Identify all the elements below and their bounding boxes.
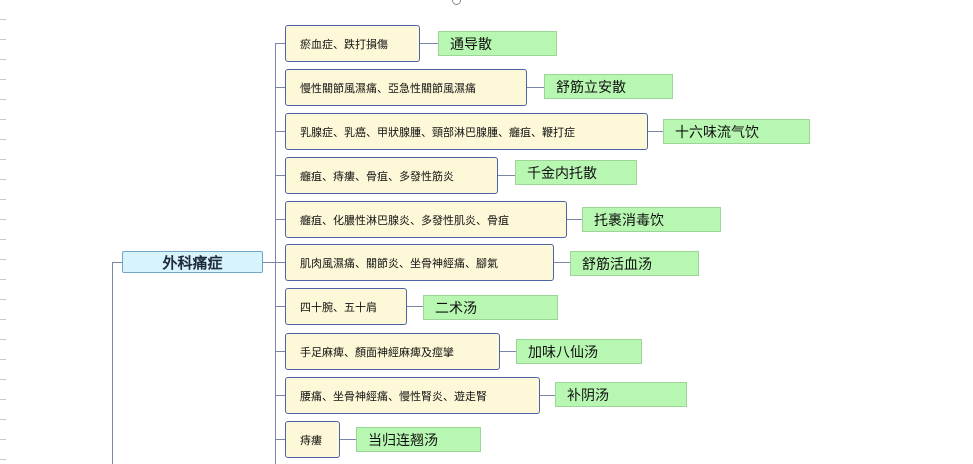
remedy-connector bbox=[500, 351, 516, 352]
remedy-node[interactable]: 二术汤 bbox=[423, 295, 558, 320]
branch-connector bbox=[275, 43, 285, 44]
remedy-connector bbox=[567, 219, 582, 220]
condition-label: 癰疽、痔瘻、骨疽、多發性筋炎 bbox=[300, 169, 454, 183]
root-topic[interactable]: 外科痛症 bbox=[122, 251, 263, 273]
condition-label: 四十腕、五十肩 bbox=[300, 300, 377, 314]
gridline bbox=[0, 379, 6, 380]
gridline bbox=[0, 319, 6, 320]
root-label: 外科痛症 bbox=[162, 253, 223, 272]
condition-node[interactable]: 腰痛、坐骨神經痛、慢性腎炎、遊走腎 bbox=[285, 377, 540, 414]
condition-label: 瘀血症、跌打損傷 bbox=[300, 37, 388, 51]
remedy-node[interactable]: 当归连翘汤 bbox=[356, 427, 481, 452]
remedy-node[interactable]: 千金内托散 bbox=[515, 160, 637, 185]
gridline bbox=[0, 439, 6, 440]
remedy-label: 十六味流气饮 bbox=[675, 124, 759, 141]
remedy-connector bbox=[498, 175, 515, 176]
branch-connector bbox=[275, 175, 285, 176]
condition-node[interactable]: 癰疽、化膿性淋巴腺炎、多發性肌炎、骨疽 bbox=[285, 201, 567, 238]
condition-node[interactable]: 癰疽、痔瘻、骨疽、多發性筋炎 bbox=[285, 157, 498, 194]
condition-node[interactable]: 手足麻痺、顏面神經麻痺及痙攣 bbox=[285, 333, 500, 370]
condition-label: 癰疽、化膿性淋巴腺炎、多發性肌炎、骨疽 bbox=[300, 213, 509, 227]
gridline bbox=[0, 299, 6, 300]
condition-label: 腰痛、坐骨神經痛、慢性腎炎、遊走腎 bbox=[300, 389, 487, 403]
remedy-node[interactable]: 舒筋活血汤 bbox=[570, 251, 699, 276]
gridline bbox=[0, 199, 6, 200]
remedy-connector bbox=[407, 306, 423, 307]
remedy-label: 通导散 bbox=[450, 36, 492, 53]
remedy-label: 千金内托散 bbox=[527, 165, 597, 182]
gridline bbox=[0, 459, 6, 460]
gridline bbox=[0, 339, 6, 340]
remedy-connector bbox=[540, 395, 555, 396]
root-left-connector bbox=[112, 262, 122, 263]
condition-label: 乳腺症、乳癌、甲狀腺腫、頸部淋巴腺腫、癰疽、鞭打症 bbox=[300, 125, 575, 139]
remedy-label: 舒筋立安散 bbox=[556, 79, 626, 96]
remedy-node[interactable]: 补阴汤 bbox=[555, 382, 687, 407]
gridline bbox=[0, 219, 6, 220]
branch-connector bbox=[275, 306, 285, 307]
gridline bbox=[0, 119, 6, 120]
remedy-connector bbox=[527, 87, 544, 88]
branch-connector bbox=[275, 219, 285, 220]
branch-connector bbox=[275, 262, 285, 263]
condition-label: 手足麻痺、顏面神經麻痺及痙攣 bbox=[300, 345, 454, 359]
remedy-connector bbox=[554, 262, 570, 263]
condition-node[interactable]: 肌肉風濕痛、關節炎、坐骨神經痛、腳氣 bbox=[285, 244, 554, 281]
condition-node[interactable]: 瘀血症、跌打損傷 bbox=[285, 25, 420, 62]
gridline bbox=[0, 279, 6, 280]
remedy-label: 托裹消毒饮 bbox=[594, 212, 664, 229]
gridline bbox=[0, 39, 6, 40]
gridline bbox=[0, 259, 6, 260]
remedy-node[interactable]: 托裹消毒饮 bbox=[582, 207, 721, 232]
gridline bbox=[0, 359, 6, 360]
remedy-node[interactable]: 通导散 bbox=[438, 31, 557, 56]
gridline bbox=[0, 19, 6, 20]
gridline bbox=[0, 419, 6, 420]
remedy-label: 当归连翘汤 bbox=[368, 432, 438, 449]
remedy-connector bbox=[340, 439, 356, 440]
branch-connector bbox=[275, 351, 285, 352]
remedy-label: 舒筋活血汤 bbox=[582, 256, 652, 273]
branch-connector bbox=[275, 439, 285, 440]
gridline bbox=[0, 239, 6, 240]
collapse-circle-icon[interactable] bbox=[452, 0, 461, 5]
gridline bbox=[0, 59, 6, 60]
branch-trunk-connector bbox=[275, 43, 276, 464]
remedy-label: 补阴汤 bbox=[567, 387, 609, 404]
condition-node[interactable]: 慢性關節風濕痛、亞急性關節風濕痛 bbox=[285, 69, 527, 106]
condition-node[interactable]: 痔瘻 bbox=[285, 421, 340, 458]
condition-node[interactable]: 乳腺症、乳癌、甲狀腺腫、頸部淋巴腺腫、癰疽、鞭打症 bbox=[285, 113, 648, 150]
gridline bbox=[0, 179, 6, 180]
gridline bbox=[0, 139, 6, 140]
condition-node[interactable]: 四十腕、五十肩 bbox=[285, 288, 407, 325]
gridline bbox=[0, 99, 6, 100]
remedy-node[interactable]: 十六味流气饮 bbox=[663, 119, 810, 144]
branch-connector bbox=[275, 87, 285, 88]
branch-connector bbox=[275, 131, 285, 132]
remedy-label: 加味八仙汤 bbox=[528, 344, 598, 361]
gridline bbox=[0, 159, 6, 160]
gridline bbox=[0, 79, 6, 80]
branch-connector bbox=[275, 395, 285, 396]
condition-label: 肌肉風濕痛、關節炎、坐骨神經痛、腳氣 bbox=[300, 256, 498, 270]
root-trunk-connector bbox=[112, 262, 113, 464]
condition-label: 痔瘻 bbox=[300, 433, 322, 447]
remedy-node[interactable]: 舒筋立安散 bbox=[544, 74, 673, 99]
root-right-connector bbox=[263, 262, 275, 263]
remedy-label: 二术汤 bbox=[435, 300, 477, 317]
remedy-connector bbox=[648, 131, 663, 132]
condition-label: 慢性關節風濕痛、亞急性關節風濕痛 bbox=[300, 81, 476, 95]
remedy-connector bbox=[420, 43, 438, 44]
remedy-node[interactable]: 加味八仙汤 bbox=[516, 339, 642, 364]
gridline bbox=[0, 399, 6, 400]
